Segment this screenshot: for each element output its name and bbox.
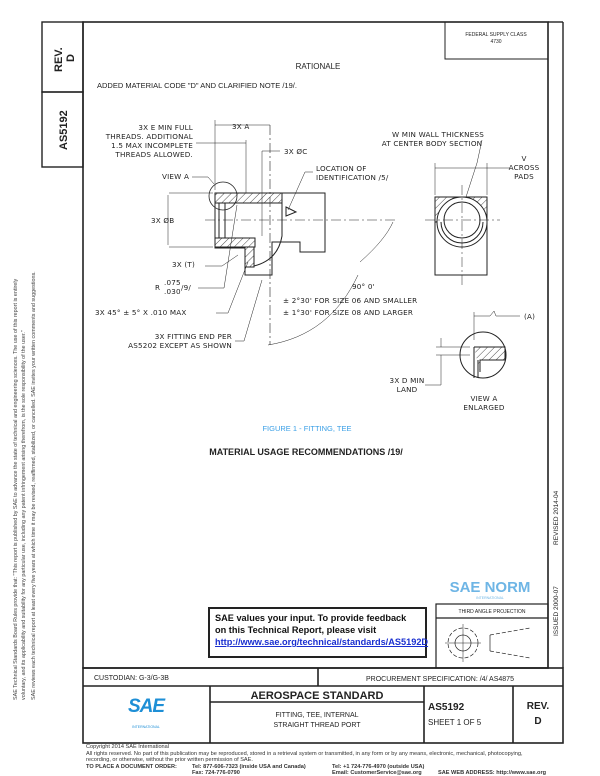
title-rev-value: D: [534, 716, 541, 727]
title-rev-label: REV.: [527, 701, 550, 712]
side-number-box: [41, 91, 84, 168]
fitting-end-1: 3X FITTING END PER: [155, 332, 232, 341]
dim-c-label: 3X ØC: [284, 147, 307, 156]
dim-t-label: 3X (T): [172, 260, 195, 269]
view-a-enlarged-1: VIEW A: [470, 394, 497, 403]
sae-logo: SAE INTERNATIONAL: [128, 696, 167, 729]
radius-prefix: R: [155, 283, 160, 292]
wall-note-2: AT CENTER BODY SECTION: [382, 139, 483, 148]
thread-note-1: 3X E MIN FULL: [138, 123, 193, 132]
sae-logo-text: SAE: [128, 696, 166, 717]
title-block: [82, 667, 564, 744]
location-note-2: IDENTIFICATION /5/: [316, 173, 389, 182]
figure-caption: FIGURE 1 - FITTING, TEE: [262, 424, 351, 433]
land-note-1: 3X D MIN: [390, 376, 425, 385]
across-pads-3: PADS: [514, 172, 534, 181]
feedback-link[interactable]: http://www.sae.org/technical/standards/A…: [215, 637, 429, 647]
tee-front-view: [167, 120, 395, 346]
document-title-1: FITTING, TEE, INTERNAL: [275, 712, 358, 719]
document-category: AEROSPACE STANDARD: [251, 690, 384, 702]
radius-note: /9/: [181, 283, 191, 292]
approval-line-1: FEDERAL SUPPLY CLASS: [465, 32, 527, 38]
approval-line-2: 4730: [490, 39, 501, 45]
feedback-box: SAE values your input. To provide feedba…: [208, 607, 429, 658]
tolerance-small: ± 2°30' FOR SIZE 06 AND SMALLER: [283, 296, 417, 305]
view-a-label: VIEW A: [162, 172, 189, 181]
chamfer-note: 3X 45° ± 5° X .010 MAX: [95, 308, 187, 317]
revised-date: REVISED 2014-04: [553, 490, 560, 545]
dim-b-label: 3X ØB: [151, 216, 174, 225]
order-email: Email: CustomerService@sae.org: [332, 769, 422, 776]
across-pads-2: ACROSS: [509, 163, 540, 172]
tolerance-large: ± 1°30' FOR SIZE 08 AND LARGER: [283, 308, 413, 317]
sae-logo-sub: INTERNATIONAL: [132, 725, 160, 729]
order-label: TO PLACE A DOCUMENT ORDER:: [86, 763, 177, 770]
footer: Copyright 2014 SAE International All rig…: [86, 744, 523, 764]
dim-a-label: 3X A: [232, 122, 250, 131]
rationale-text: ADDED MATERIAL CODE "D" AND CLARIFIED NO…: [97, 81, 297, 90]
copyright: Copyright 2014 SAE International: [86, 744, 170, 750]
thread-note-2: THREADS. ADDITIONAL: [105, 132, 193, 141]
watermark-text: SAE NORM: [450, 579, 531, 596]
drawing-labels: 3X E MIN FULL THREADS. ADDITIONAL 1.5 MA…: [95, 122, 540, 412]
view-a-enlarged-detail: [425, 310, 520, 386]
feedback-line-1: SAE values your input. To provide feedba…: [215, 613, 407, 623]
watermark-sub: INTERNATIONAL: [476, 596, 504, 600]
side-rev-label: REV.: [53, 47, 65, 72]
material-heading: MATERIAL USAGE RECOMMENDATIONS /19/: [209, 447, 403, 457]
document-title-2: STRAIGHT THREAD PORT: [273, 722, 361, 729]
rights-notice-2: recording, or otherwise, without the pri…: [86, 757, 253, 763]
feedback-line-2: on this Technical Report, please visit: [215, 625, 377, 635]
thread-note-4: THREADS ALLOWED.: [114, 150, 193, 159]
title-doc-number: AS5192: [428, 702, 465, 713]
order-tel-outside: Tel: +1 724-776-4970 (outside USA): [332, 763, 425, 770]
location-note-1: LOCATION OF: [316, 164, 367, 173]
tee-side-view: [425, 139, 510, 288]
procurement-spec: PROCUREMENT SPECIFICATION: /4/ AS4875: [366, 676, 514, 683]
custodian: CUSTODIAN: G-3/G-3B: [94, 675, 169, 682]
land-note-2: LAND: [397, 385, 418, 394]
projection-label: THIRD ANGLE PROJECTION: [459, 609, 526, 615]
web-address[interactable]: SAE WEB ADDRESS: http://www.sae.org: [438, 769, 547, 776]
issued-date: ISSUED 2000-07: [553, 586, 560, 636]
datum-a-label: (A): [524, 312, 535, 321]
fitting-end-2: AS5202 EXCEPT AS SHOWN: [128, 341, 232, 350]
rationale-heading: RATIONALE: [296, 62, 341, 71]
side-doc-number: AS5192: [58, 110, 70, 150]
radius-upper: .075: [164, 278, 181, 287]
order-fax: Fax: 724-776-0790: [192, 769, 240, 776]
sheet-number: SHEET 1 OF 5: [428, 718, 482, 727]
angle-label: 90° 0': [352, 282, 375, 291]
order-tel: Tel: 877-606-7323 (inside USA and Canada…: [192, 763, 306, 770]
view-a-enlarged-2: ENLARGED: [463, 403, 505, 412]
wall-note-1: W MIN WALL THICKNESS: [392, 130, 484, 139]
approval-box: [444, 21, 549, 60]
rights-notice: All rights reserved. No part of this pub…: [86, 750, 523, 757]
side-rev-value: D: [65, 54, 77, 62]
radius-lower: .030: [164, 287, 181, 296]
thread-note-3: 1.5 MAX INCOMPLETE: [111, 141, 193, 150]
across-pads-1: V: [521, 154, 526, 163]
